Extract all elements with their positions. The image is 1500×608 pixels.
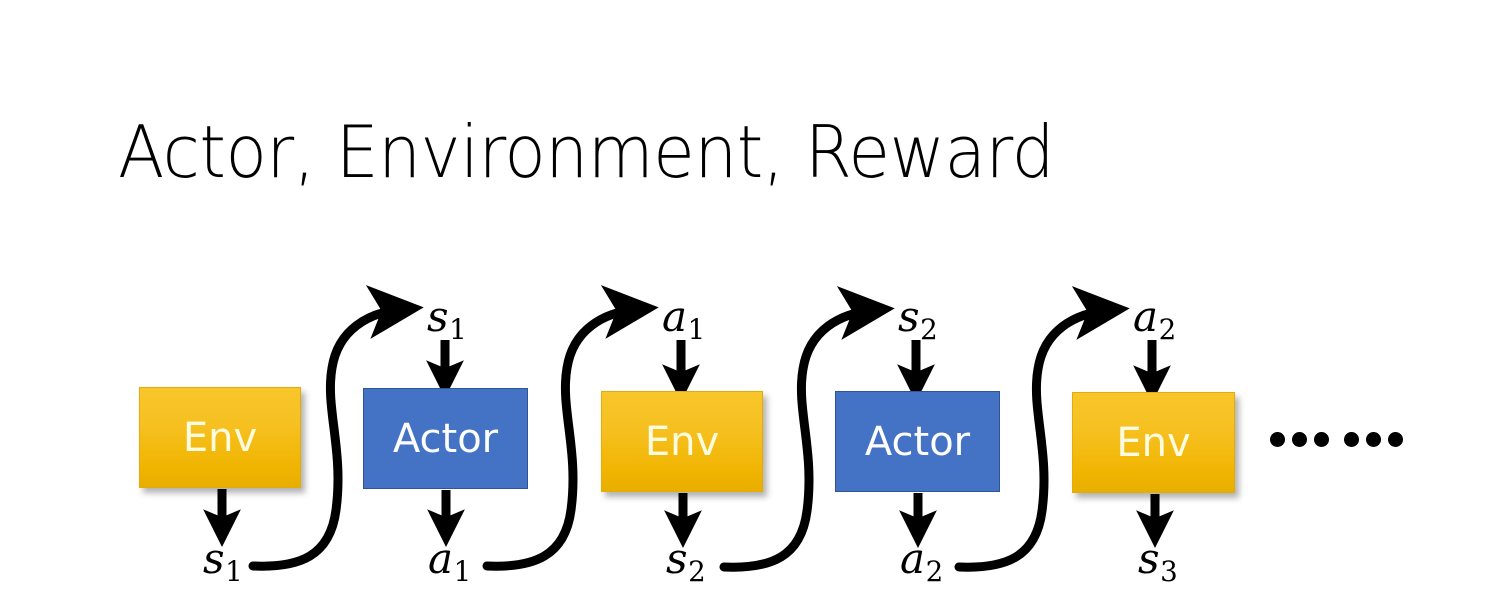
label-bottom-a1-index: 1 (453, 554, 472, 588)
label-bottom-a1: a1 (428, 538, 471, 586)
label-top-s2-symbol: s (898, 292, 920, 341)
page-title: Actor, Environment, Reward (118, 110, 1055, 194)
vertical-arrows-out-of-boxes (203, 489, 1174, 548)
label-top-a2-symbol: a (1133, 292, 1159, 341)
ellipsis-dot (1292, 432, 1307, 447)
label-bottom-s1: s1 (203, 538, 243, 586)
label-top-a2: a2 (1133, 296, 1176, 344)
label-bottom-s1-index: 1 (225, 554, 243, 588)
continuation-ellipsis-icon (1270, 432, 1403, 447)
node-env-1[interactable]: Env (139, 387, 301, 488)
label-bottom-s2-index: 2 (688, 554, 706, 588)
node-env-2-label: Env (644, 418, 720, 465)
label-bottom-s2: s2 (666, 538, 706, 586)
ellipsis-dot (1270, 432, 1285, 447)
node-env-3[interactable]: Env (1072, 392, 1235, 493)
label-top-a1-symbol: a (662, 292, 688, 341)
label-top-s1: s1 (427, 296, 467, 344)
ellipsis-dot (1344, 432, 1359, 447)
node-actor-2[interactable]: Actor (835, 391, 1000, 492)
ellipsis-dot (1314, 432, 1329, 447)
label-top-s1-index: 1 (449, 312, 467, 346)
label-bottom-s3: s3 (1138, 538, 1178, 586)
label-bottom-s2-symbol: s (666, 534, 688, 583)
node-env-2[interactable]: Env (601, 391, 763, 492)
node-actor-1[interactable]: Actor (363, 388, 528, 489)
label-bottom-s1-symbol: s (203, 534, 225, 583)
label-top-a2-index: 2 (1158, 312, 1177, 346)
label-top-s1-symbol: s (427, 292, 449, 341)
label-top-a1: a1 (662, 296, 705, 344)
label-bottom-a2-index: 2 (925, 554, 944, 588)
label-top-a1-index: 1 (687, 312, 706, 346)
label-bottom-a1-symbol: a (428, 534, 454, 583)
label-top-s2-index: 2 (920, 312, 938, 346)
label-bottom-a2-symbol: a (900, 534, 926, 583)
vertical-arrows-into-boxes (426, 340, 1171, 403)
label-top-s2: s2 (898, 296, 938, 344)
ellipsis-dot (1388, 432, 1403, 447)
node-env-1-label: Env (182, 414, 258, 461)
node-actor-1-label: Actor (392, 415, 499, 462)
node-env-3-label: Env (1116, 419, 1191, 466)
label-bottom-s3-index: 3 (1160, 554, 1178, 588)
ellipsis-dot (1366, 432, 1381, 447)
label-bottom-s3-symbol: s (1138, 534, 1160, 583)
node-actor-2-label: Actor (864, 418, 971, 465)
label-bottom-a2: a2 (900, 538, 943, 586)
